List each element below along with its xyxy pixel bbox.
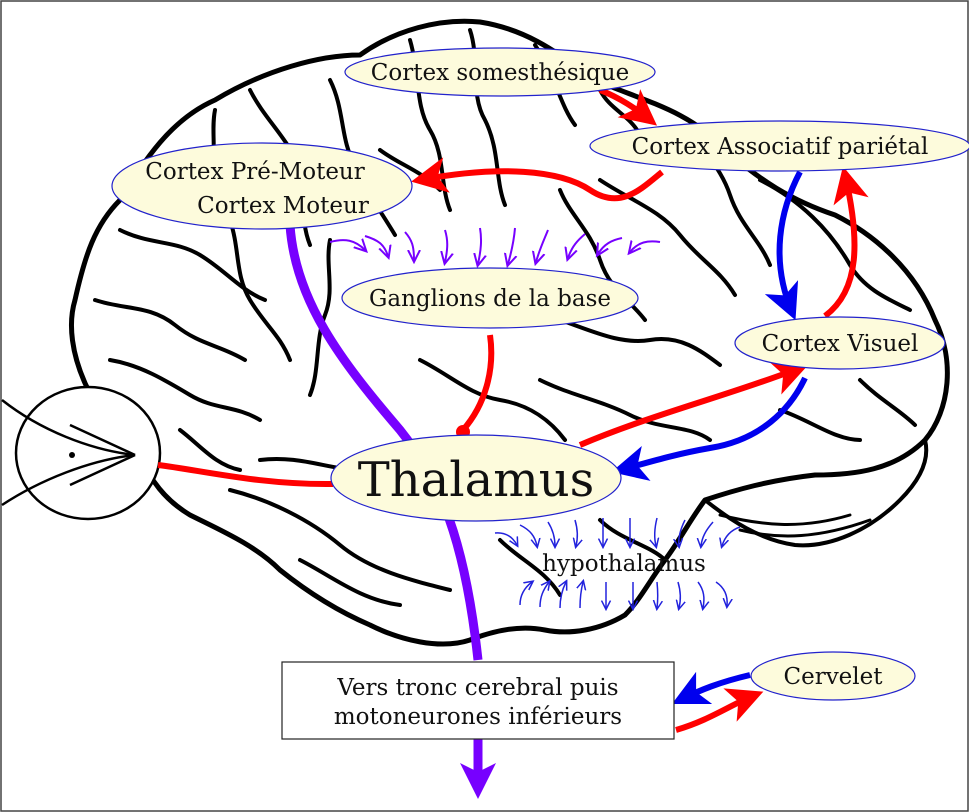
ganglions-to-thalamus: [460, 334, 495, 432]
node-hypothalamus: hypothalamus: [542, 551, 706, 577]
eye-icon: [1, 385, 162, 521]
optic-pathway: [157, 462, 334, 488]
label-somesthesique: Cortex somesthésique: [371, 60, 629, 86]
label-thalamus: Thalamus: [358, 452, 595, 508]
node-somesthesique: Cortex somesthésique: [344, 47, 656, 97]
arrow-cervelet-to-tronc: [671, 671, 751, 705]
arrow-associatif-to-premoteur: [411, 157, 664, 202]
label-tronc-line2: motoneurones inférieurs: [334, 704, 622, 730]
label-associatif: Cortex Associatif pariétal: [632, 134, 929, 160]
label-premoteur: Cortex Pré-Moteur: [145, 159, 365, 185]
node-thalamus: Thalamus: [330, 434, 622, 522]
arrow-visuel-to-thalamus: [611, 376, 808, 481]
label-tronc-line1: Vers tronc cerebral puis: [336, 675, 618, 701]
node-ganglions: Ganglions de la base: [341, 267, 639, 329]
node-premoteur-moteur: Cortex Pré-Moteur Cortex Moteur: [111, 142, 413, 230]
red-pathways: [157, 87, 869, 733]
arrow-somesthesique-to-associatif: [598, 87, 658, 126]
label-cervelet: Cervelet: [783, 664, 883, 690]
basal-ganglia-influx-arrows: [329, 227, 661, 264]
hypothalamus-arrows: [494, 517, 741, 608]
label-moteur: Cortex Moteur: [197, 193, 369, 219]
node-associatif: Cortex Associatif pariétal: [589, 120, 969, 172]
node-visuel: Cortex Visuel: [734, 316, 946, 370]
node-cervelet: Cervelet: [750, 651, 916, 701]
arrow-tronc-to-cervelet: [675, 688, 764, 733]
label-ganglions: Ganglions de la base: [369, 286, 611, 312]
blue-pathways: [611, 170, 808, 705]
node-tronc-cerebral: Vers tronc cerebral puis motoneurones in…: [281, 661, 675, 740]
arrow-visuel-to-associatif: [823, 166, 869, 319]
arrow-thalamus-to-visuel: [578, 360, 809, 448]
motor-descending-pathway: [285, 224, 483, 661]
arrow-associatif-to-visuel: [764, 170, 803, 321]
label-visuel: Cortex Visuel: [762, 331, 919, 357]
label-hypothalamus: hypothalamus: [542, 551, 706, 577]
